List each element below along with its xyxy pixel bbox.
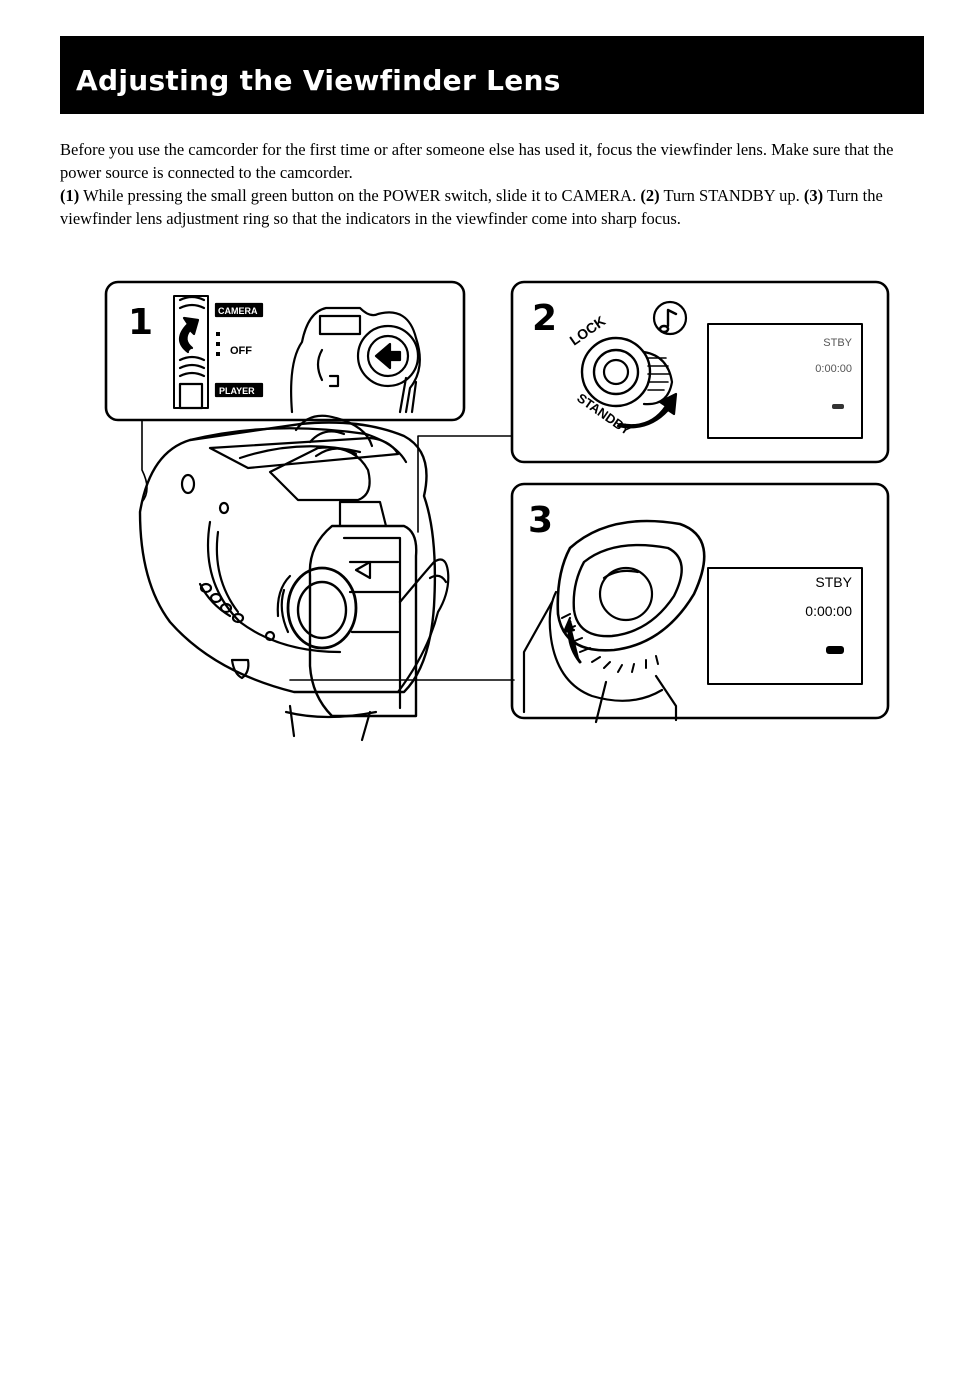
- panel-2-number: 2: [532, 298, 557, 339]
- panel-2: 2 LOCK STANDBY STBY 0:00:00: [510, 280, 890, 464]
- step-1-text: While pressing the small green button on…: [83, 186, 637, 205]
- panel-3-number: 3: [528, 500, 553, 541]
- camcorder-illustration: [138, 414, 450, 742]
- off-label: OFF: [230, 345, 252, 357]
- step-2-number: (2): [640, 186, 660, 205]
- title-bar: Adjusting the Viewfinder Lens: [60, 36, 924, 114]
- leader-line-2: [417, 435, 513, 533]
- battery-icon-blurred: [832, 404, 844, 409]
- vf-status: STBY: [815, 574, 852, 590]
- page-title: Adjusting the Viewfinder Lens: [76, 64, 561, 97]
- panel-3: 3 STBY 0:00:00: [510, 482, 890, 724]
- viewfinder-focused: STBY 0:00:00: [707, 567, 863, 685]
- viewfinder-eyecup-icon: [522, 519, 706, 724]
- steps-paragraph: (1) While pressing the small green butto…: [60, 184, 910, 230]
- panel-1-number: 1: [128, 302, 153, 343]
- standby-dial-icon: LOCK STANDBY: [567, 300, 688, 438]
- battery-icon: [826, 646, 844, 654]
- player-label: PLAYER: [219, 386, 255, 396]
- viewfinder-blurred: STBY 0:00:00: [707, 323, 863, 439]
- illustration-svg: 1 CAMERA OFF PLAYE: [104, 280, 890, 742]
- lock-label: LOCK: [567, 313, 609, 349]
- step-3-text: Turn the viewfinder lens adjustment ring…: [60, 186, 883, 228]
- step-1-number: (1): [60, 186, 80, 205]
- camera-label: CAMERA: [218, 306, 258, 316]
- illustration: 1 CAMERA OFF PLAYE: [100, 272, 900, 742]
- power-switch-icon: CAMERA OFF PLAYER: [173, 295, 264, 410]
- standby-label: STANDBY: [574, 390, 634, 438]
- camcorder-side-icon: [290, 306, 421, 414]
- step-2-text: Turn STANDBY up.: [663, 186, 800, 205]
- panel-1: 1 CAMERA OFF PLAYE: [104, 280, 466, 422]
- step-3-number: (3): [803, 186, 824, 205]
- vf-blurred-status: STBY: [823, 337, 852, 349]
- vf-blurred-time: 0:00:00: [815, 363, 852, 375]
- intro-paragraph: Before you use the camcorder for the fir…: [60, 140, 894, 182]
- instructions: Before you use the camcorder for the fir…: [60, 138, 910, 230]
- vf-time: 0:00:00: [805, 603, 852, 619]
